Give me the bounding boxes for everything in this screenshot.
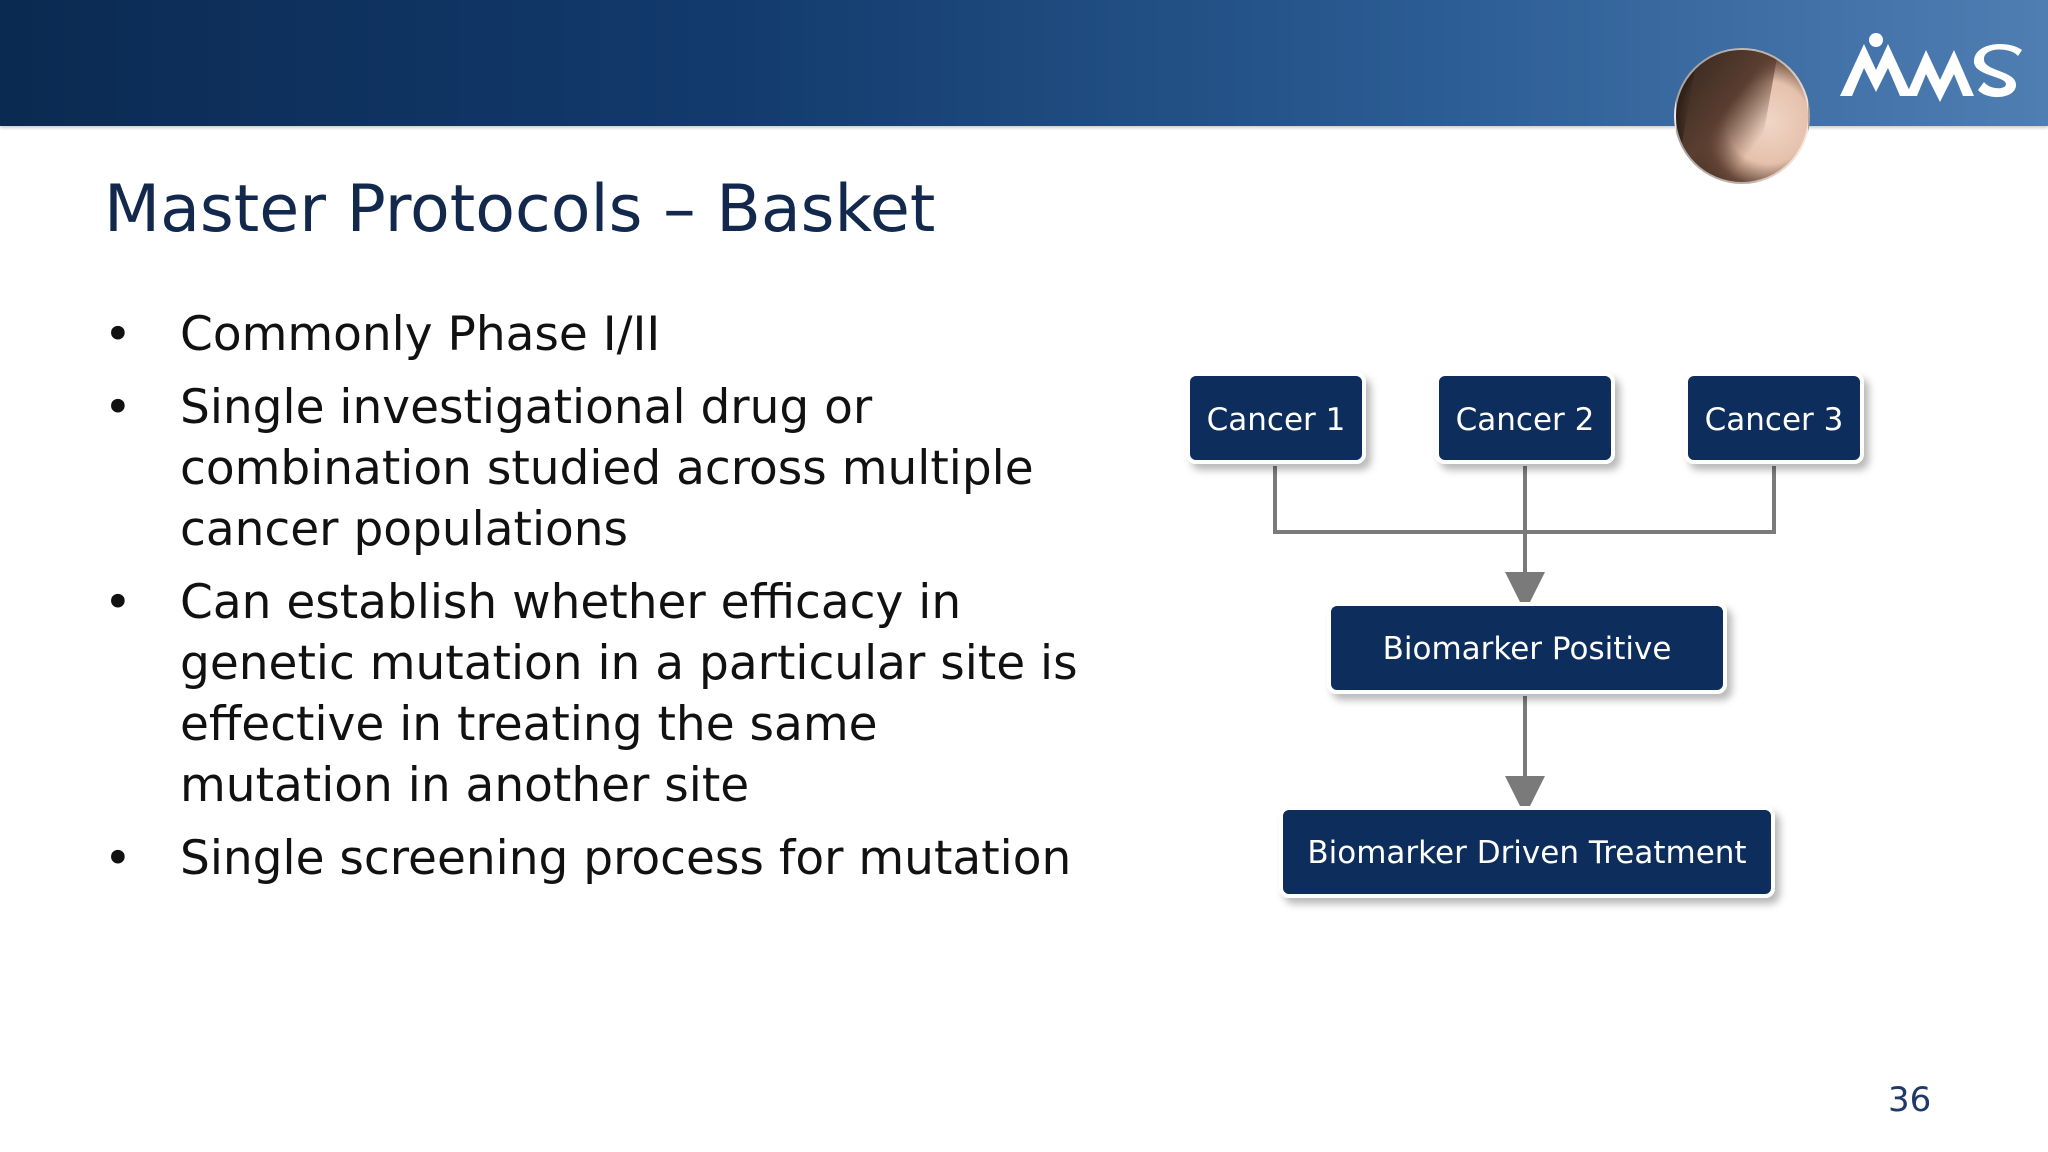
node-cancer-1-label: Cancer 1 — [1207, 402, 1346, 438]
amms-logo — [1840, 33, 2022, 102]
node-cancer-2: Cancer 2 — [1435, 372, 1615, 464]
page-number: 36 — [1888, 1080, 1932, 1120]
connector-cancer-3 — [1525, 466, 1776, 534]
bullet-item: • Single screening process for mutation — [104, 828, 1104, 889]
bullet-item: • Can establish whether efficacy in gene… — [104, 572, 1104, 816]
connector-cancer-1 — [1273, 466, 1525, 534]
slide-title: Master Protocols – Basket — [104, 172, 936, 247]
bullet-text: Can establish whether efficacy in geneti… — [180, 575, 1078, 813]
connector-lines — [1273, 466, 1776, 816]
bullet-text: Commonly Phase I/II — [180, 307, 661, 362]
bullet-item: • Commonly Phase I/II — [104, 304, 1104, 365]
node-biomarker-treatment-label: Biomarker Driven Treatment — [1307, 835, 1746, 871]
bullet-text: Single screening process for mutation — [180, 831, 1072, 886]
node-biomarker-positive: Biomarker Positive — [1327, 602, 1727, 694]
bullet-item: • Single investigational drug or combina… — [104, 377, 1104, 560]
node-biomarker-positive-label: Biomarker Positive — [1383, 631, 1672, 667]
bullet-text: Single investigational drug or combinati… — [180, 380, 1034, 557]
node-cancer-2-label: Cancer 2 — [1456, 402, 1595, 438]
node-biomarker-treatment: Biomarker Driven Treatment — [1279, 806, 1775, 898]
presenter-avatar — [1674, 48, 1810, 184]
node-cancer-3-label: Cancer 3 — [1705, 402, 1844, 438]
node-cancer-3: Cancer 3 — [1684, 372, 1864, 464]
bullet-list: • Commonly Phase I/II • Single investiga… — [104, 304, 1104, 901]
node-cancer-1: Cancer 1 — [1186, 372, 1366, 464]
